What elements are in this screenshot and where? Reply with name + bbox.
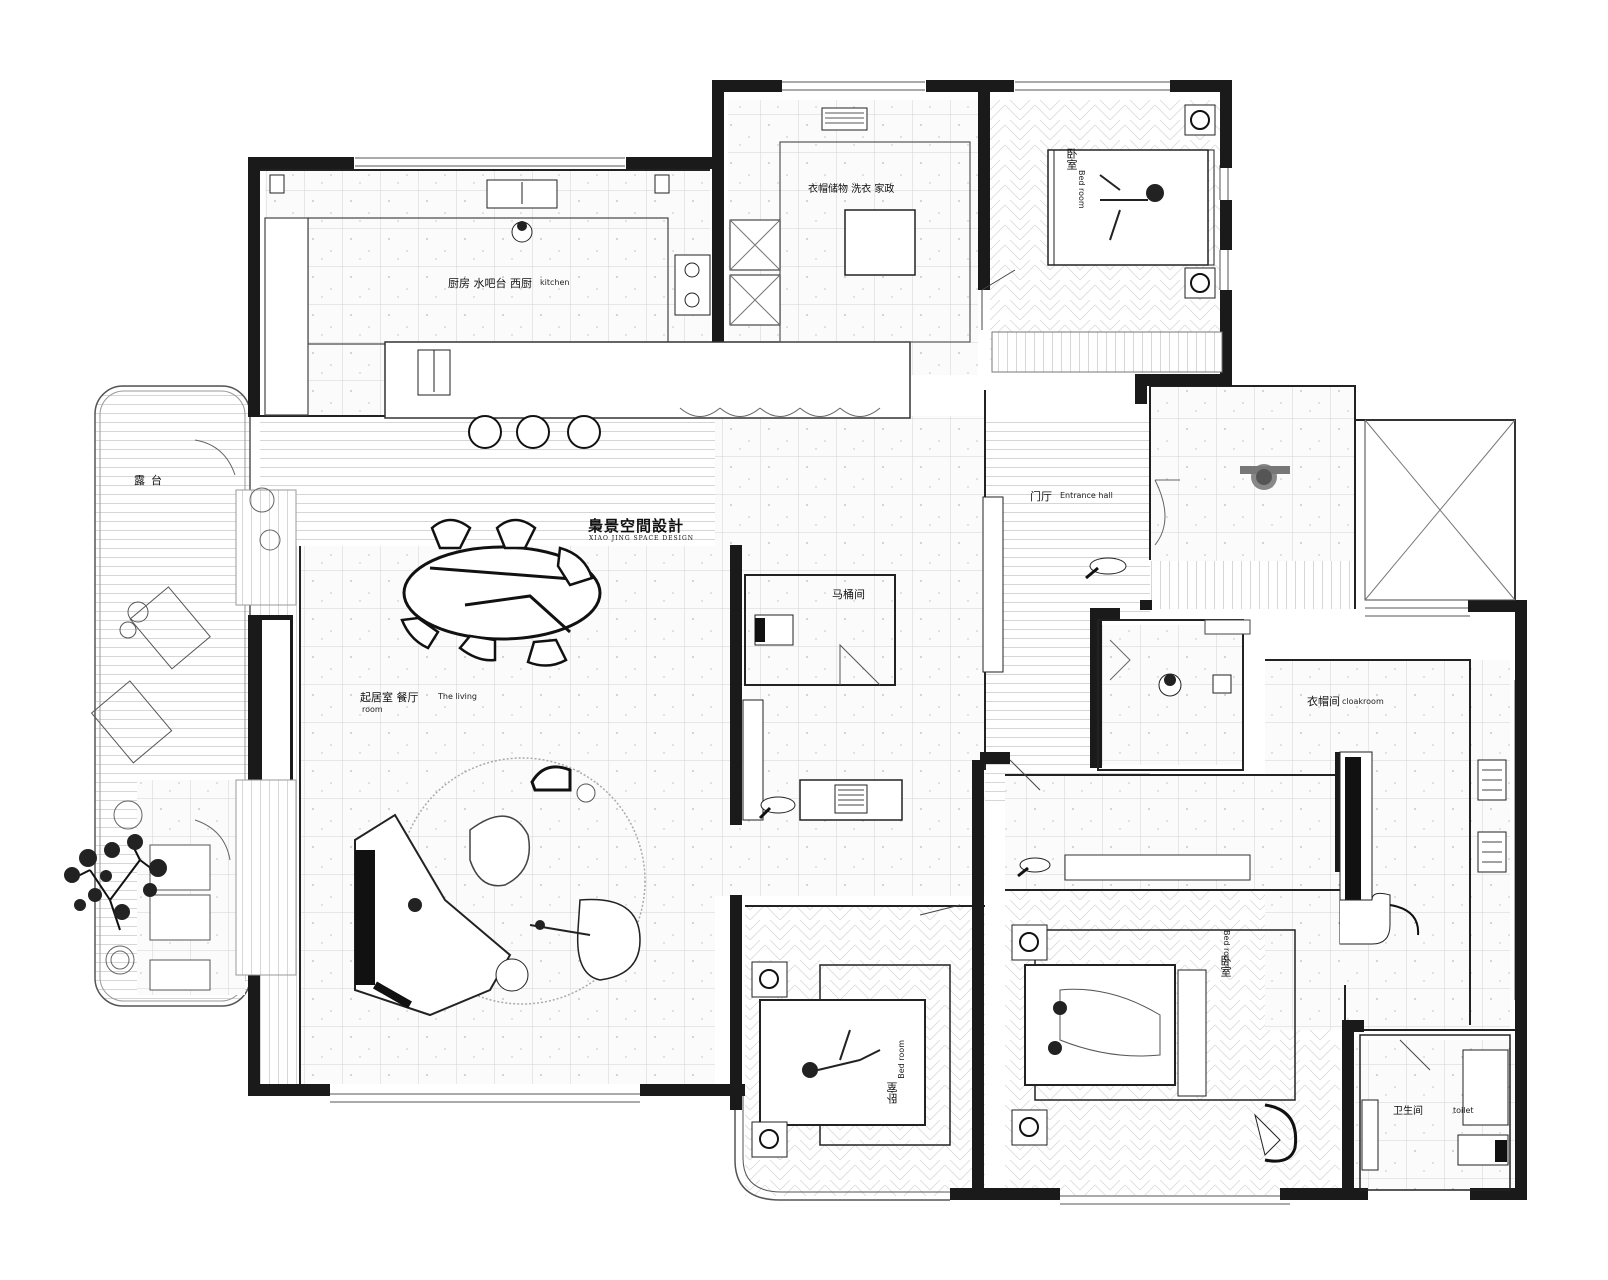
- master-bedroom-furniture: [1009, 759, 1298, 1163]
- living-label-en: The living: [438, 692, 477, 701]
- bedroom-top-furniture: [981, 104, 1223, 373]
- bedroom-top-label-en: Bed room: [1077, 170, 1086, 209]
- kitchen-label: 厨房 水吧台 西厨: [448, 277, 532, 290]
- living-label: 起居室 餐厅: [360, 691, 419, 704]
- living-furniture: [354, 518, 646, 1017]
- master-bedroom-label-en: Bed room: [1222, 930, 1231, 969]
- entrance-furniture: [982, 419, 1516, 673]
- kitchen-label-en: kitchen: [540, 278, 570, 287]
- bedroom-bottom-label: 卧室: [886, 1082, 899, 1104]
- laundry-furniture: [729, 107, 971, 343]
- bedroom-bottom-label-en: Bed room: [897, 1040, 906, 1079]
- bedroom-bottom-furniture: [751, 904, 961, 1158]
- cloakroom-label-en: cloakroom: [1342, 697, 1384, 706]
- laundry-label: 衣帽储物 洗衣 家政: [808, 184, 895, 195]
- toilet-room-label: 马桶间: [832, 588, 865, 601]
- entrance-label-en: Entrance hall: [1060, 491, 1113, 500]
- terrace-furniture: [64, 439, 297, 991]
- kitchen-furniture: [264, 174, 911, 449]
- cloakroom-furniture: [1017, 751, 1507, 945]
- bedroom-top-label: 卧室: [1065, 148, 1078, 170]
- brand-subtitle: XIAO JING SPACE DESIGN: [589, 535, 695, 542]
- small-wc-furniture: [1097, 619, 1251, 771]
- bathroom-label-en: toilet: [1453, 1106, 1474, 1115]
- brand-logo: 梟景空間設計: [588, 517, 685, 535]
- terrace-label: 露台: [134, 474, 168, 487]
- entrance-label: 门厅: [1030, 490, 1052, 503]
- bathroom-label: 卫生间: [1393, 1106, 1423, 1117]
- bathroom-furniture: [1359, 1034, 1511, 1191]
- toilet-room-furniture: [742, 574, 903, 821]
- master-bedroom-label: 卧室: [1219, 955, 1232, 977]
- cloakroom-floor: [1265, 660, 1510, 1030]
- living-label-en-2: room: [362, 705, 383, 714]
- cloakroom-label: 衣帽间: [1307, 695, 1340, 708]
